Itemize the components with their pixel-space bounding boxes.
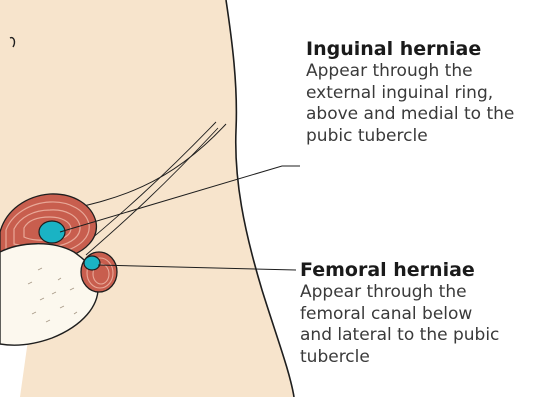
inguinal-line: above and medial to the	[306, 104, 554, 126]
inguinal-title: Inguinal herniae	[306, 37, 554, 61]
inguinal-callout: Inguinal herniae Appear through the exte…	[306, 37, 554, 147]
femoral-opening	[84, 256, 100, 270]
femoral-line: Appear through the	[300, 282, 554, 304]
inguinal-line: Appear through the	[306, 61, 554, 83]
femoral-line: and lateral to the pubic	[300, 325, 554, 347]
femoral-line: femoral canal below	[300, 304, 554, 326]
femoral-title: Femoral herniae	[300, 258, 554, 282]
inguinal-line: pubic tubercle	[306, 126, 554, 148]
femoral-callout: Femoral herniae Appear through the femor…	[300, 258, 554, 368]
femoral-line: tubercle	[300, 347, 554, 369]
inguinal-line: external inguinal ring,	[306, 83, 554, 105]
